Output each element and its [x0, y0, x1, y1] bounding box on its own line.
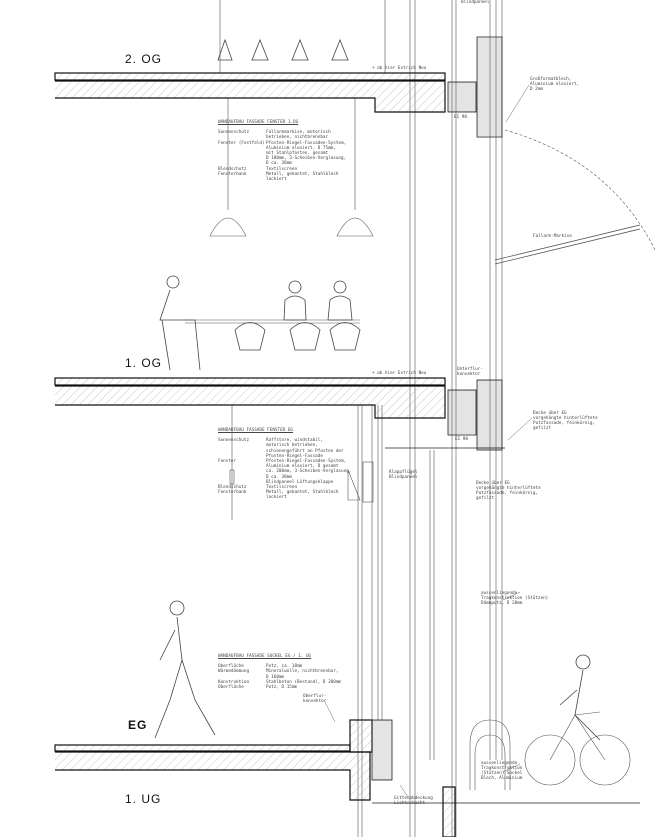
note-oberflurkonvektor: Oberflur- konvektor [303, 694, 327, 704]
note-decke-eg-2: Decke über EG vorgehängte hinterlüftete … [476, 481, 541, 501]
note-estrich-og2: + ab hier Estrich Neu [372, 66, 427, 71]
spec-block-fenster-1og: WANDAUFBAU FASSADE FENSTER 1.OG Sonnensc… [218, 120, 346, 182]
level-label-eg: EG [128, 718, 148, 732]
level-label-1ug: 1. UG [125, 792, 162, 806]
spec-value: Putz, ca. 10mm [266, 664, 303, 670]
note-fallarm-markise: Fallarm-Markise [533, 234, 572, 239]
spec-key: Fensterbank [218, 171, 247, 177]
spec-value: Metall, gekantet, Stahlblech lackiert [266, 171, 339, 183]
spec-key: Oberfläche [218, 685, 244, 691]
spec-title: WANDAUFBAU FASSADE FENSTER 1.OG [218, 120, 299, 125]
spec-key: Fensterbank [218, 490, 247, 496]
spec-key: Blendschutz [218, 166, 247, 172]
spec-value: Raffstore, windstabil, motorisch betrieb… [266, 438, 344, 459]
note-ei90-top: EI 90 [454, 115, 467, 120]
spec-value: Putz, D 15mm [266, 685, 298, 691]
note-estrich-og1: + ab hier Estrich Neu [372, 371, 427, 376]
note-tragkonstruktion-1: aussenliegende Tragkonstruktion (Stützen… [481, 591, 549, 606]
spec-title: WANDAUFBAU FASSADE SOCKEL EG / 1. UG [218, 654, 312, 659]
spec-key: Sonnenschutz [218, 130, 250, 136]
level-label-1og: 1. OG [125, 356, 163, 370]
spec-key: Blendschutz [218, 485, 247, 491]
spec-key: Fenster (Festfeld) [218, 140, 265, 146]
spec-key: Fenster [218, 459, 237, 465]
spec-value: Textilscreen [266, 166, 298, 172]
people-figures [154, 38, 601, 741]
spec-value: Metall, gekantet, Stahlblech lackiert [266, 490, 339, 501]
spec-value: Mineralwolle, nichtbrennbar, D 160mm [266, 669, 339, 680]
note-decke-eg-1: Decke über EG vorgehängte hinterlüftete … [533, 411, 598, 431]
spec-key: Oberfläche [218, 664, 244, 670]
note-gitterabdeckung: Gitterabdeckung Lichtschacht [394, 796, 433, 806]
note-blindpaneel: Blindpaneel [461, 0, 490, 5]
spec-block-fenster-eg: WANDAUFBAU FASSADE FENSTER EG Sonnenschu… [218, 428, 351, 501]
spec-value: Textilscreen [266, 485, 298, 491]
spec-block-sockel: WANDAUFBAU FASSADE SOCKEL EG / 1. UG Obe… [218, 654, 341, 690]
level-label-2og: 2. OG [125, 52, 163, 66]
note-grossformatblech: Großformatblech, Aluminium eloxiert, D 2… [530, 77, 580, 92]
spec-key: Wärmedämmung [218, 669, 250, 675]
spec-key: Konstruktion [218, 679, 250, 685]
spec-value: Fallarmmarkise, motorisch betrieben, nic… [266, 130, 331, 141]
note-klappfluegel: Klappflügel Blindpaneel [389, 470, 418, 480]
note-ei90-mid: EI 90 [455, 437, 468, 442]
spec-key: Sonnenschutz [218, 438, 250, 444]
spec-value: Pfosten-Riegel-Fassaden-System, Aluminiu… [266, 140, 347, 167]
spec-title: WANDAUFBAU FASSADE FENSTER EG [218, 428, 294, 433]
spec-value: Stahlbeton (Bestand), D 200mm [266, 679, 342, 685]
spec-value: Pfosten-Riegel-Fassaden-System, Aluminiu… [266, 459, 352, 485]
note-unterflurkonvektor: Unterflur- konvektor [457, 367, 483, 377]
note-tragkonstruktion-2: aussenliegende Tragkonstruktion (Stützen… [481, 761, 523, 781]
